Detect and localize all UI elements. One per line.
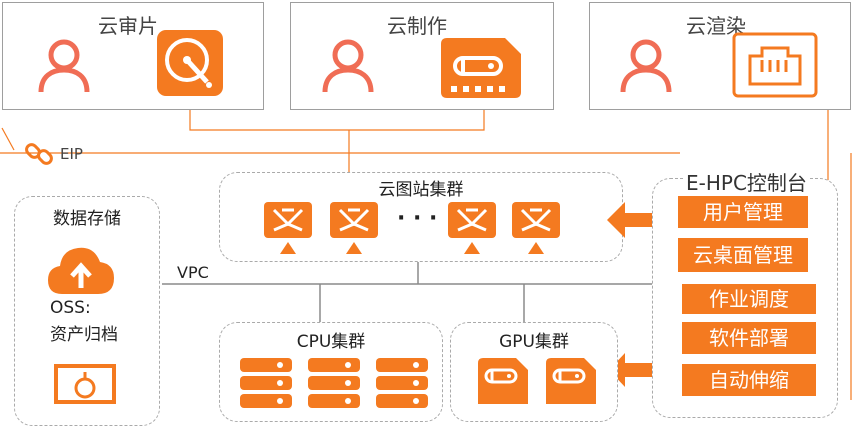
vpc-label: VPC (177, 263, 209, 282)
archive-icon (54, 364, 116, 404)
hard-disk-icon (157, 30, 223, 96)
workstation-icon (448, 202, 496, 254)
link-icon (25, 143, 53, 165)
network-port-icon (732, 32, 818, 98)
oss-label: OSS: (50, 298, 91, 318)
workstation-icon (512, 202, 560, 254)
workstation-icon (330, 202, 378, 254)
user-icon (620, 39, 672, 93)
console-item-auto-scaling[interactable]: 自动伸缩 (682, 364, 816, 396)
server-icon (376, 358, 428, 408)
user-icon (322, 39, 374, 93)
storage-title: 数据存储 (53, 209, 121, 229)
eip-label: EIP (60, 145, 83, 163)
cluster-ellipsis: · · · (397, 206, 438, 231)
server-icon (308, 358, 360, 408)
panel-title: 云审片 (98, 14, 158, 38)
panel-title: 云制作 (387, 14, 447, 38)
console-item-cloud-desktop[interactable]: 云桌面管理 (678, 238, 808, 272)
oss-label: 资产归档 (50, 325, 118, 345)
ehpc-console-title: E-HPC控制台 (684, 167, 809, 196)
sd-card-icon (441, 38, 521, 98)
storage-panel: 数据存储 (14, 196, 160, 426)
server-icon (240, 358, 292, 408)
console-item-software-deploy[interactable]: 软件部署 (682, 322, 816, 354)
console-item-job-scheduling[interactable]: 作业调度 (682, 284, 816, 314)
gpu-card-icon (546, 358, 596, 404)
cloud-upload-icon (48, 247, 114, 294)
workstation-icon (264, 202, 312, 254)
console-item-user-management[interactable]: 用户管理 (678, 196, 808, 228)
gpu-card-icon (478, 358, 528, 404)
workstation-cluster-title: 云图站集群 (378, 180, 464, 200)
main-frame-outline (0, 152, 852, 400)
cpu-cluster-title: CPU集群 (296, 332, 366, 352)
link-shenpian (189, 96, 485, 131)
eip-dash (1, 127, 15, 151)
user-icon (38, 39, 90, 93)
gpu-cluster-title: GPU集群 (499, 332, 569, 352)
